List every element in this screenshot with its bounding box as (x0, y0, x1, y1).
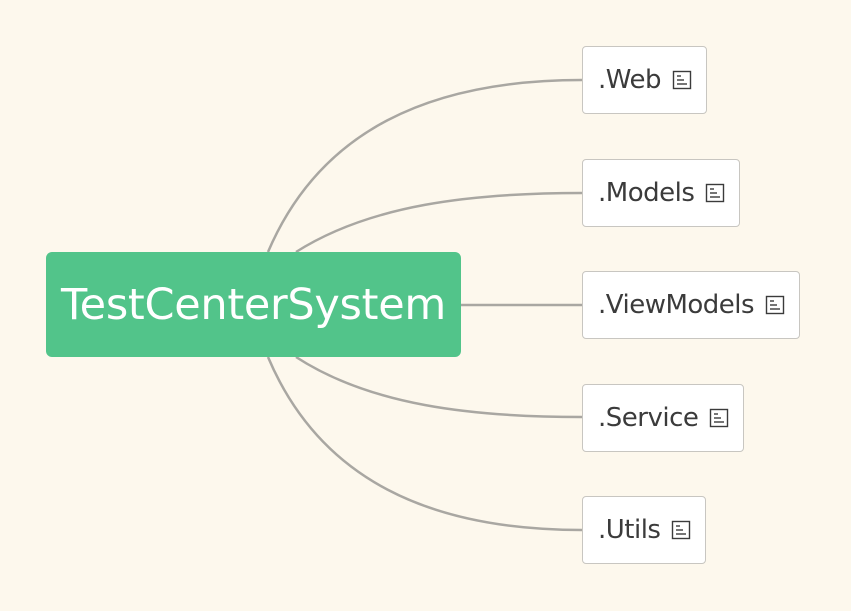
topic-node-models[interactable]: .Models (582, 159, 741, 227)
connector-web (266, 78, 583, 253)
note-icon[interactable] (705, 183, 725, 203)
note-icon[interactable] (709, 408, 729, 428)
topic-node-utils[interactable]: .Utils (582, 496, 707, 564)
topic-node-viewmodels[interactable]: .ViewModels (582, 271, 801, 339)
root-topic-label: TestCenterSystem (61, 279, 446, 330)
topic-label-utils: .Utils (598, 515, 661, 545)
topic-label-models: .Models (598, 178, 695, 208)
topic-label-web: .Web (598, 65, 661, 95)
connector-models (295, 191, 583, 254)
connector-service (295, 355, 583, 419)
root-topic-node[interactable]: TestCenterSystem (46, 252, 461, 357)
note-icon[interactable] (765, 295, 785, 315)
connector-utils (266, 356, 583, 532)
topic-label-viewmodels: .ViewModels (598, 290, 755, 320)
topic-node-web[interactable]: .Web (582, 46, 707, 114)
note-icon[interactable] (672, 70, 692, 90)
topic-label-service: .Service (598, 403, 699, 433)
note-icon[interactable] (671, 520, 691, 540)
topic-node-service[interactable]: .Service (582, 384, 745, 452)
